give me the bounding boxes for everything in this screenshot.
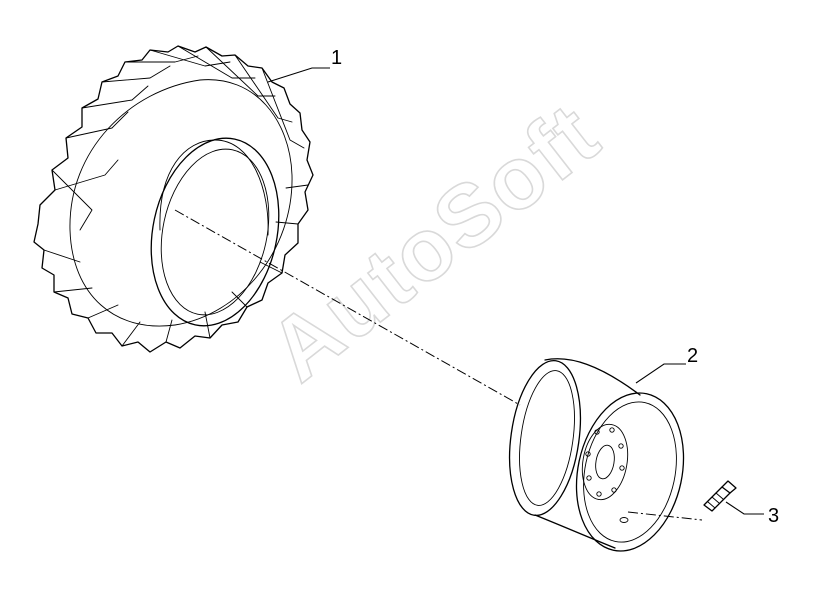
- assembly-axis-line: [174, 209, 521, 406]
- valve-body: [703, 486, 731, 512]
- tyre: [33, 45, 314, 353]
- tyre-outer-tread: [33, 45, 314, 353]
- valve-threads: [707, 492, 724, 509]
- tyre-bead-inner: [160, 148, 270, 316]
- tyre-bead-outer: [150, 137, 280, 327]
- callout-2: 2: [687, 345, 698, 367]
- tyre-inner-band: [69, 79, 293, 327]
- rim-back-flange-inner: [519, 370, 575, 506]
- callout-3: 3: [768, 505, 779, 527]
- rim-barrel-bottom: [534, 514, 616, 549]
- rim-back-flange: [508, 359, 582, 517]
- rim-barrel-top: [544, 358, 641, 396]
- valve-cap: [721, 480, 737, 494]
- rim-front-flange-inner: [583, 401, 677, 543]
- rim-bolt-holes: [585, 427, 625, 497]
- rim-front-flange: [575, 392, 685, 552]
- rim-centre-disc: [581, 423, 629, 501]
- tyre-sidewall-line: [159, 139, 269, 236]
- callout-1: 1: [331, 47, 342, 69]
- valve: [703, 480, 737, 512]
- leader-line-2: [635, 363, 686, 384]
- rim-valve-hole: [619, 517, 629, 523]
- tyre-lugs: [43, 45, 309, 347]
- leader-line-3: [725, 501, 764, 515]
- rim: [508, 358, 685, 552]
- rim-hub-hole: [595, 444, 615, 480]
- valve-axis-line: [627, 511, 703, 521]
- watermark-text: AutoSoft: [251, 83, 617, 400]
- leader-line-1: [267, 67, 330, 83]
